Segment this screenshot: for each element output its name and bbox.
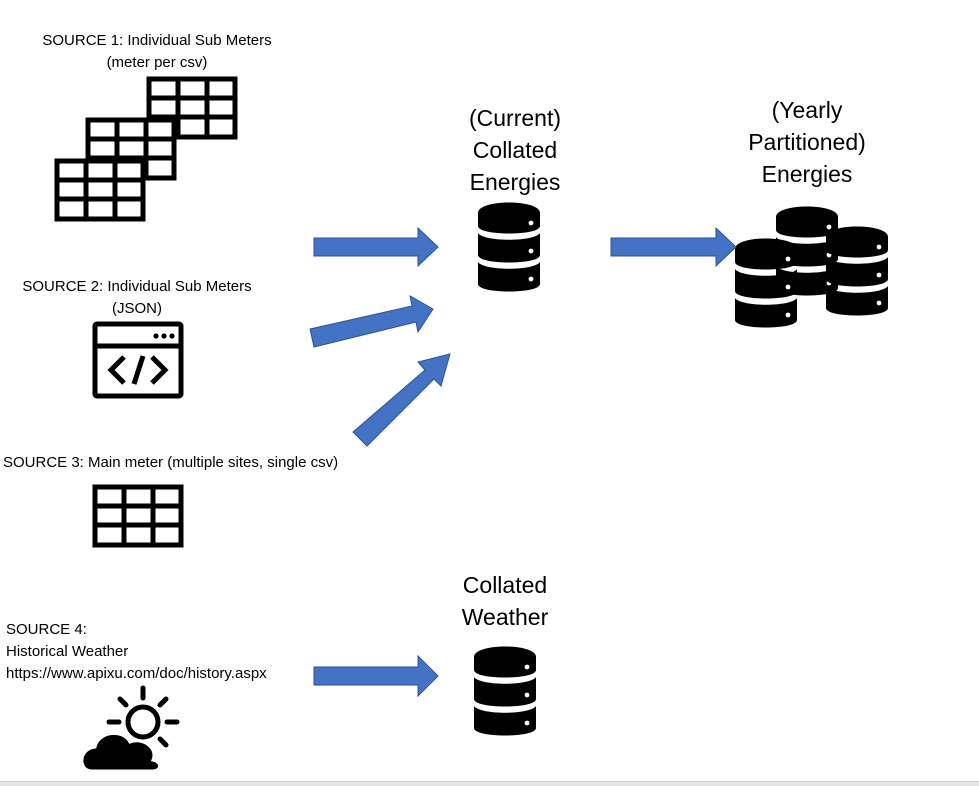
partitioned-energies-line-1: (Yearly bbox=[771, 97, 843, 123]
arrow-source4-to-weather bbox=[313, 654, 439, 698]
collated-energies-line-1: (Current) bbox=[468, 105, 561, 131]
source-4-title: SOURCE 4: bbox=[6, 621, 87, 638]
collated-weather-line-1: Collated bbox=[462, 572, 548, 598]
collated-energies-label: (Current) Collated Energies bbox=[445, 102, 585, 198]
source-1-title: SOURCE 1: Individual Sub Meters bbox=[42, 32, 272, 49]
source-3-label: SOURCE 3: Main meter (multiple sites, si… bbox=[3, 452, 338, 474]
partly-cloudy-icon bbox=[80, 685, 180, 773]
collated-weather-line-2: Weather bbox=[461, 604, 549, 630]
source-2-subtitle: (JSON) bbox=[112, 300, 162, 317]
source-2-title: SOURCE 2: Individual Sub Meters bbox=[22, 278, 252, 295]
collated-weather-label: Collated Weather bbox=[440, 569, 570, 633]
database-icon bbox=[478, 202, 540, 292]
source-4-subtitle: Historical Weather bbox=[6, 643, 129, 660]
spreadsheet-icon bbox=[95, 487, 181, 545]
spreadsheet-stack-icon bbox=[57, 79, 235, 219]
source-1-label: SOURCE 1: Individual Sub Meters (meter p… bbox=[34, 30, 280, 74]
collated-energies-line-3: Energies bbox=[469, 169, 561, 195]
source-4-url: https://www.apixu.com/doc/history.aspx bbox=[6, 665, 267, 682]
source-4-label: SOURCE 4: Historical Weather https://www… bbox=[6, 619, 267, 685]
database-icon bbox=[474, 646, 536, 736]
partitioned-energies-line-2: Partitioned) bbox=[748, 129, 866, 155]
arrow-source1-to-energies bbox=[313, 226, 439, 268]
arrow-source3-to-energies bbox=[352, 353, 451, 447]
arrow-source2-to-energies bbox=[309, 295, 434, 348]
source-3-title: SOURCE 3: Main meter (multiple sites, si… bbox=[3, 454, 339, 471]
partitioned-energies-label: (Yearly Partitioned) Energies bbox=[726, 94, 888, 190]
database-stack-icon bbox=[735, 206, 888, 328]
bottom-divider bbox=[0, 781, 979, 786]
code-window-icon bbox=[92, 321, 184, 399]
partitioned-energies-line-3: Energies bbox=[761, 161, 853, 187]
collated-energies-line-2: Collated bbox=[472, 137, 558, 163]
source-1-subtitle: (meter per csv) bbox=[106, 54, 208, 71]
source-2-label: SOURCE 2: Individual Sub Meters (JSON) bbox=[14, 276, 260, 320]
arrow-energies-to-partitioned bbox=[610, 226, 737, 268]
